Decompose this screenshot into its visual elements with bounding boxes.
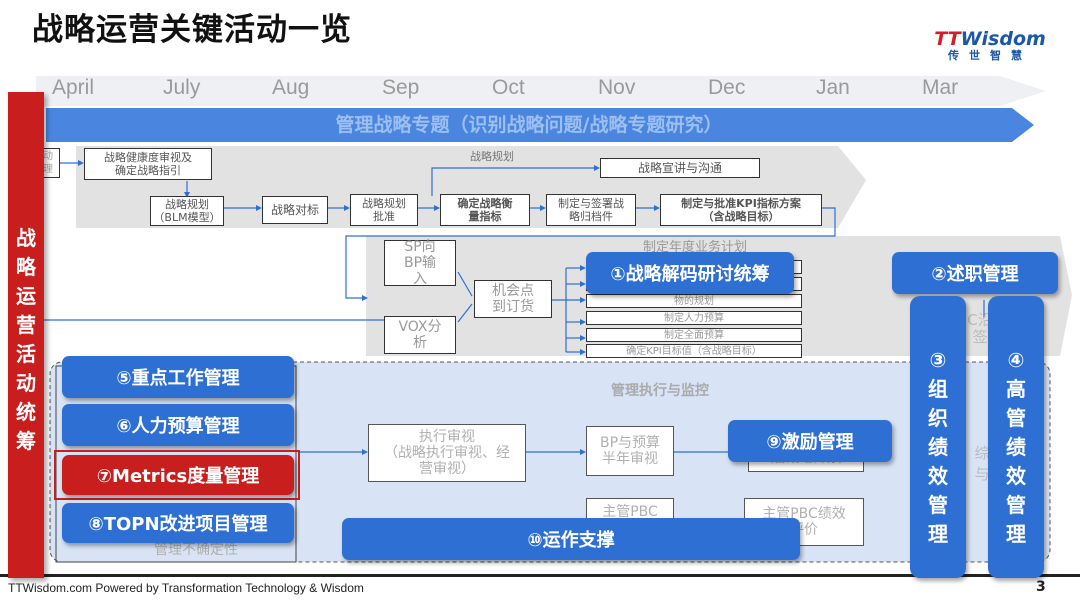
box-exec-review: 执行审视 （战略执行审视、经 营审视） (368, 424, 526, 482)
row2-list-item: 确定KPI目标值（含战略目标） (586, 344, 802, 358)
left-bar-char: 动 (16, 371, 36, 395)
box-bp-budget: BP与预算 半年审视 (586, 426, 674, 476)
footer-rule (0, 574, 1080, 577)
box-approve: 战略规划 批准 (350, 194, 418, 226)
logo-prefix: TT (934, 28, 961, 50)
box-opportunity: 机会点 到订货 (474, 280, 552, 318)
label-strategy-planning: 战略规划 (470, 150, 514, 163)
top-banner-text: 管理战略专题（识别战略问题/战略专题研究） (335, 114, 723, 136)
pill-char: ③ (929, 348, 947, 372)
pill-char: 理 (1006, 522, 1026, 546)
pill-metrics[interactable]: ⑦Metrics度量管理 (62, 455, 294, 495)
pill-char: 高 (1006, 377, 1026, 401)
pill-char: 管 (1006, 406, 1026, 430)
pill-char: 绩 (1006, 435, 1026, 459)
company-logo: TTWisdom 传世智慧 (930, 28, 1050, 63)
left-bar-char: 营 (16, 313, 36, 337)
box-kpi: 制定与批准KPI指标方案 （含战略目标） (660, 194, 822, 226)
box-sp-bp: SP向 BP输 入 (384, 239, 456, 287)
pill-hr-budget[interactable]: ⑥人力预算管理 (62, 404, 294, 446)
month-label: Aug (272, 76, 310, 99)
pill-char: 管 (1006, 493, 1026, 517)
left-bar-char: 战 (16, 226, 36, 250)
left-strategy-bar: 战 略 运 营 活 动 统 筹 (8, 92, 44, 578)
month-label: Dec (708, 76, 746, 99)
pill-key-work[interactable]: ⑤重点工作管理 (62, 356, 294, 398)
pill-operation-support[interactable]: ⑩运作支撑 (342, 518, 800, 560)
pill-topn-projects[interactable]: ⑧TOPN改进项目管理 (62, 503, 294, 543)
month-label: April (52, 76, 95, 99)
month-label: July (163, 76, 201, 99)
page-number: 3 (1036, 579, 1046, 595)
row2-right-cut: C沿 签 (967, 311, 993, 346)
left-bar-char: 活 (16, 342, 36, 366)
month-label: Nov (598, 76, 636, 99)
pill-char: 绩 (928, 435, 948, 459)
pill-char: 组 (928, 377, 948, 401)
pill-incentive[interactable]: ⑨激励管理 (728, 420, 892, 462)
box-blm: 战略规划 （BLM模型） (150, 196, 224, 226)
box-vox: VOX分 析 (384, 316, 456, 354)
pill-char: 织 (928, 406, 948, 430)
footer-text: TTWisdom.com Powered by Transformation T… (8, 581, 364, 595)
box-archive: 制定与签署战 略归档件 (546, 194, 636, 226)
left-bar-char: 统 (16, 400, 36, 424)
pill-char: 效 (928, 464, 948, 488)
logo-subtitle: 传世智慧 (948, 49, 1032, 62)
box-uncertainty: 管理不确定性 (154, 542, 238, 558)
row2-list-item: 制定全面预算 (586, 328, 802, 342)
month-label: Oct (492, 76, 525, 99)
left-bar-char: 运 (16, 284, 36, 308)
month-label: Jan (816, 76, 850, 99)
pill-org-performance[interactable]: ③ 组 织 绩 效 管 理 (910, 296, 966, 578)
row2-list-item: 物的规划 (586, 294, 802, 308)
highlight-frame (54, 450, 300, 500)
logo-suffix: Wisdom (960, 28, 1046, 50)
pill-strategy-decoding[interactable]: ①战略解码研讨统筹 (586, 252, 794, 294)
label-annual-plan: 制定年度业务计划 (642, 240, 747, 255)
box-metrics: 确定战略衡 量指标 (440, 194, 530, 226)
box-strategy-communication: 战略宣讲与沟通 (600, 158, 760, 178)
month-label: Sep (382, 76, 420, 99)
box-health-check: 战略健康度审视及 确定战略指引 (84, 148, 212, 180)
pill-char: 管 (928, 493, 948, 517)
pill-char: ④ (1007, 348, 1025, 372)
row2-list-item: 制定人力预算 (586, 311, 802, 325)
pill-char: 理 (928, 522, 948, 546)
month-label: Mar (922, 76, 959, 99)
pill-exec-performance[interactable]: ④ 高 管 绩 效 管 理 (988, 296, 1044, 578)
pill-report-management[interactable]: ②述职管理 (892, 252, 1058, 294)
timeline-arrow (36, 76, 1046, 106)
left-bar-char: 筹 (16, 429, 36, 453)
banner-arrow (46, 108, 1034, 142)
box-benchmark: 战略对标 (262, 196, 328, 224)
page-title: 战略运营关键活动一览 (32, 12, 352, 48)
label-exec-monitor: 管理执行与监控 (611, 383, 709, 399)
left-bar-char: 略 (16, 255, 36, 279)
row3-right-cut: 综与 (974, 444, 990, 483)
pill-char: 效 (1006, 464, 1026, 488)
